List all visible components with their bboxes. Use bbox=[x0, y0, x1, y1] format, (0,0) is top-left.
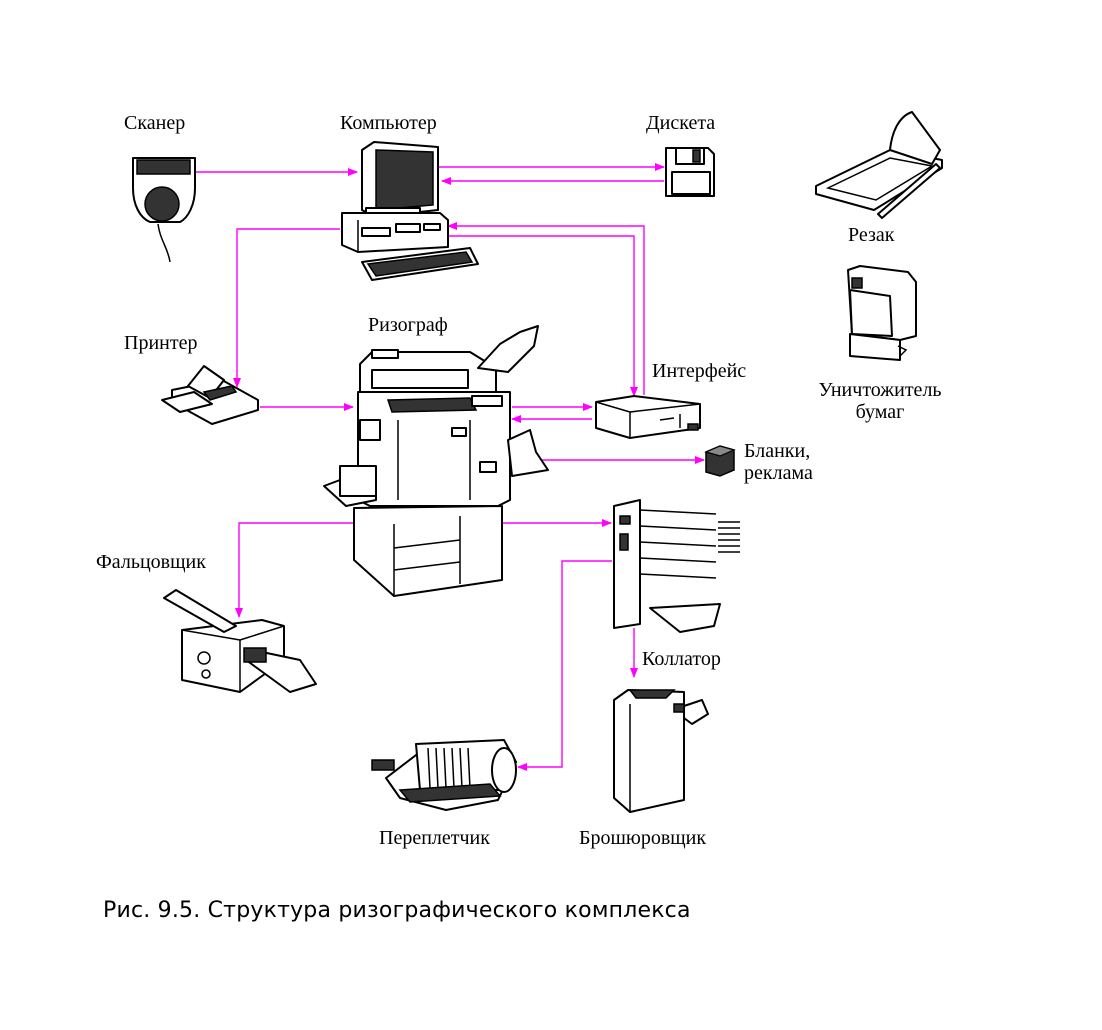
conn-interface-computer bbox=[447, 222, 645, 395]
forms-block-icon bbox=[704, 445, 736, 477]
folder-icon bbox=[163, 589, 317, 693]
label-binder: Переплетчик bbox=[379, 827, 490, 849]
shredder-icon bbox=[847, 265, 917, 361]
label-shredder: Уничтожитель бумаг bbox=[802, 379, 958, 423]
printer-icon bbox=[161, 365, 259, 425]
label-shredder-line2: бумаг bbox=[855, 401, 905, 423]
risograph-icon bbox=[323, 325, 549, 597]
conn-collator-binder bbox=[517, 560, 612, 771]
label-interface: Интерфейс bbox=[652, 360, 747, 382]
conn-computer-interface bbox=[448, 235, 638, 397]
label-cutter: Резак bbox=[848, 224, 895, 246]
label-diskette: Дискета bbox=[646, 112, 716, 134]
label-forms-line1: Бланки, bbox=[744, 440, 811, 462]
interface-icon bbox=[595, 395, 701, 439]
label-forms-line2: реклама bbox=[744, 462, 813, 484]
label-computer: Компьютер bbox=[340, 112, 437, 134]
diskette-icon bbox=[665, 147, 715, 197]
label-collator: Коллатор bbox=[642, 648, 721, 670]
computer-icon bbox=[341, 141, 479, 281]
label-folder: Фальцовщик bbox=[96, 551, 206, 573]
collator-icon bbox=[613, 499, 740, 633]
conn-computer-printer bbox=[233, 228, 340, 388]
conn-risograph-folder bbox=[235, 522, 355, 618]
binder-icon bbox=[371, 739, 517, 811]
label-risograph: Ризограф bbox=[368, 314, 448, 336]
label-scanner: Сканер bbox=[124, 112, 186, 134]
cutter-icon bbox=[815, 111, 943, 219]
connectors bbox=[195, 163, 705, 771]
label-shredder-line1: Уничтожитель bbox=[818, 379, 942, 401]
label-forms: Бланки, реклама bbox=[744, 440, 813, 484]
label-stitcher: Брошюровщик bbox=[579, 827, 707, 849]
figure-caption: Рис. 9.5. Структура ризографического ком… bbox=[103, 898, 691, 923]
scanner-icon bbox=[132, 157, 196, 263]
stitcher-icon bbox=[613, 689, 709, 813]
label-printer: Принтер bbox=[124, 332, 198, 354]
